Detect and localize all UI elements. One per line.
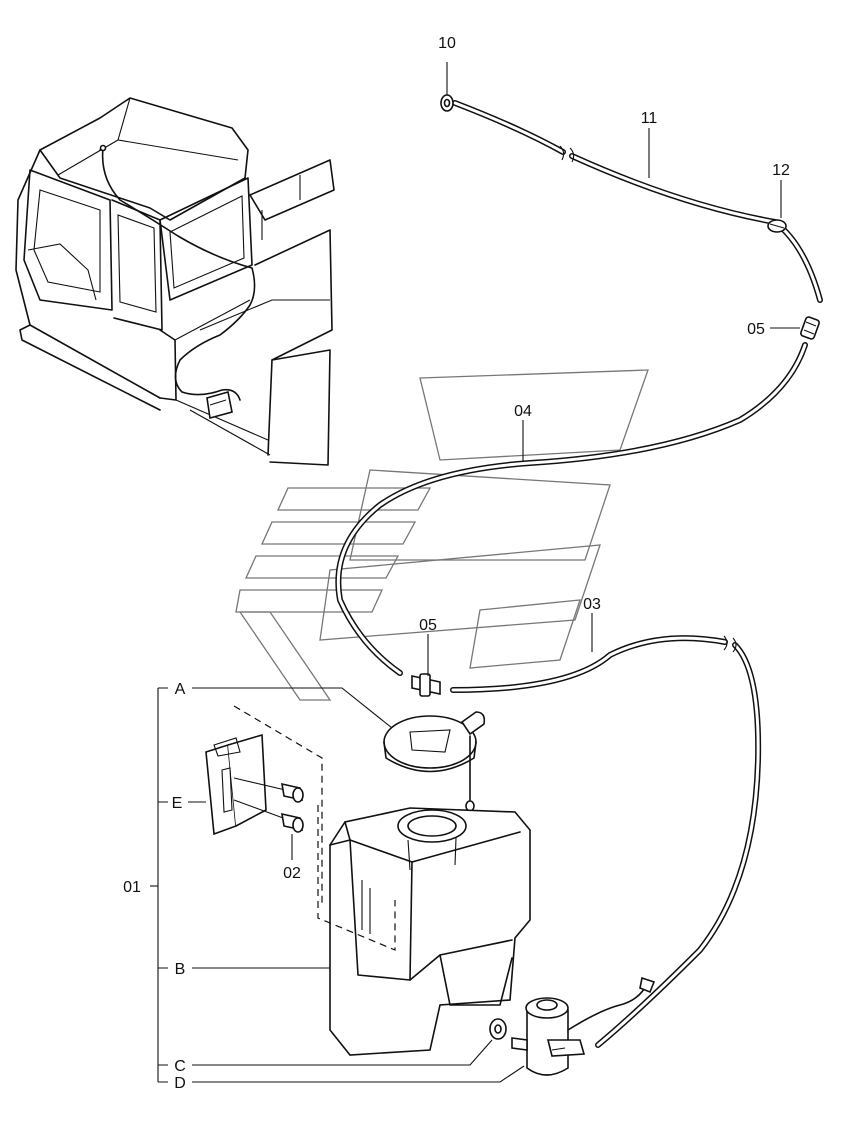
- hose-03: [450, 635, 762, 1048]
- hose-04: [335, 342, 808, 676]
- callout-c: C: [174, 1058, 186, 1075]
- joint-part-05-upper: [800, 316, 820, 340]
- callout-11: 11: [641, 110, 658, 127]
- excavator-cab-illustration: [15, 97, 335, 466]
- joint-part-05-lower: [411, 673, 441, 697]
- tank-cap: [383, 711, 486, 812]
- nozzle-part-10: [440, 94, 454, 112]
- callout-04: 04: [514, 403, 532, 420]
- hose-11: [452, 100, 823, 303]
- leader-lines: [150, 62, 800, 1083]
- watermark-logo: [235, 369, 649, 701]
- bolts-part-02: [233, 777, 304, 833]
- callout-a: A: [175, 681, 186, 698]
- callout-e: E: [172, 795, 183, 812]
- callout-d: D: [174, 1075, 186, 1092]
- grommet-part-12: [767, 219, 787, 233]
- callout-12: 12: [772, 162, 790, 179]
- washer-part-c: [489, 1018, 507, 1040]
- callout-01: 01: [123, 879, 141, 896]
- callout-b: B: [175, 961, 186, 978]
- callout-03: 03: [583, 596, 601, 613]
- washer-tank: [317, 805, 531, 1056]
- callout-labels: 10 11 12 05 04 05 03 02 01 A E B C D: [123, 35, 790, 1092]
- mounting-bracket: [205, 705, 323, 905]
- washer-pump: [511, 976, 656, 1076]
- callout-05-upper: 05: [747, 321, 765, 338]
- callout-02: 02: [283, 865, 301, 882]
- callout-05-lower: 05: [419, 617, 437, 634]
- callout-10: 10: [438, 35, 456, 52]
